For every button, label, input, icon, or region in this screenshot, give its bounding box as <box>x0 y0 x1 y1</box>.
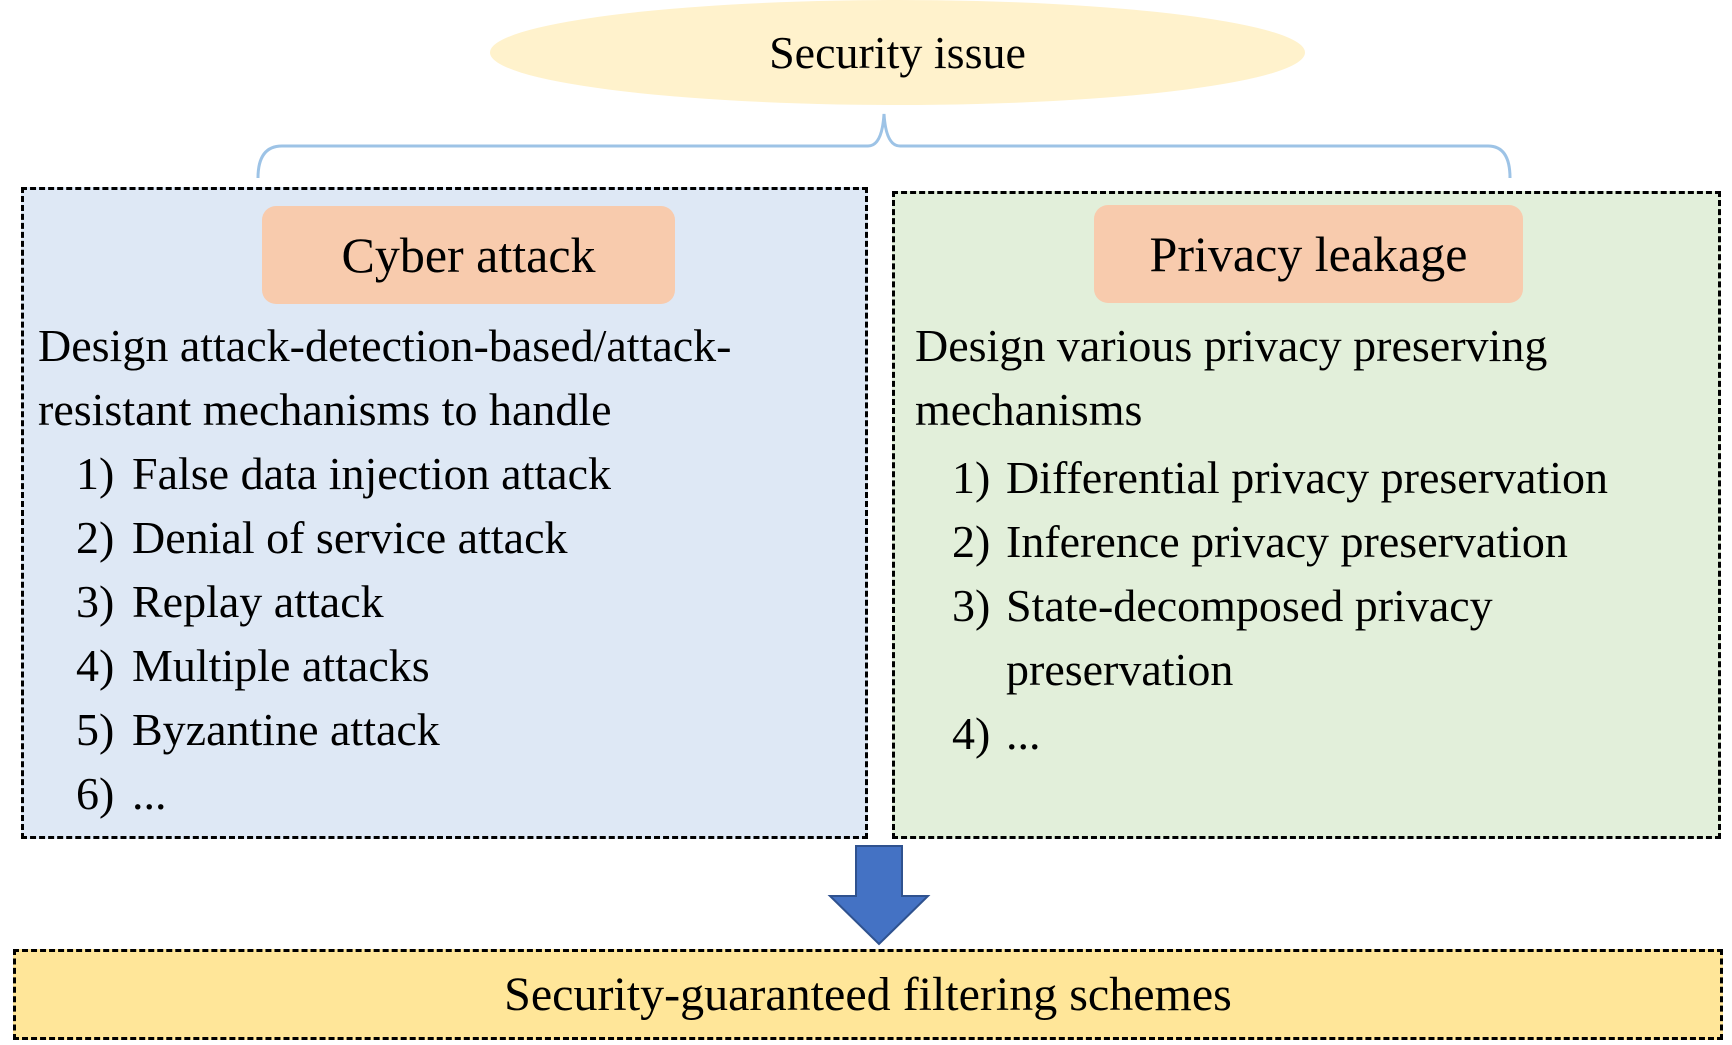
cyber-attack-header: Cyber attack <box>262 206 675 304</box>
privacy-leakage-panel: Privacy leakage Design various privacy p… <box>892 191 1721 839</box>
cyber-attack-list: 1) False data injection attack 2) Denial o… <box>76 442 611 826</box>
privacy-leakage-list: 1) Differential privacy preservation 2) In… <box>952 446 1712 766</box>
cyber-attack-intro: Design attack-detection-based/attack-res… <box>38 320 732 435</box>
list-item: 3) State-decomposed privacy preservation <box>952 574 1712 702</box>
list-item-text: Inference privacy preservation <box>1006 516 1568 567</box>
security-issue-label: Security issue <box>769 27 1026 78</box>
list-item: 1) Differential privacy preservation <box>952 446 1712 510</box>
security-issue-node: Security issue <box>490 0 1305 105</box>
list-item-text: Multiple attacks <box>132 640 430 691</box>
arrow-down-icon <box>827 845 931 946</box>
list-item-number: 2) <box>76 512 115 563</box>
list-item-text: Denial of service attack <box>132 512 568 563</box>
list-item-text: ... <box>132 768 167 819</box>
list-item-text: Replay attack <box>132 576 384 627</box>
list-item: 3) Replay attack <box>76 570 611 634</box>
list-item: 6)... <box>76 762 611 826</box>
list-item-text: Byzantine attack <box>132 704 440 755</box>
list-item: 4) Multiple attacks <box>76 634 611 698</box>
list-item: 4)... <box>952 702 1712 766</box>
cyber-attack-title: Cyber attack <box>341 227 596 283</box>
privacy-leakage-title: Privacy leakage <box>1149 226 1468 282</box>
list-item-number: 1) <box>952 452 991 503</box>
curly-brace-icon <box>256 113 1512 179</box>
list-item-number: 5) <box>76 704 115 755</box>
filtering-schemes-label: Security-guaranteed filtering schemes <box>504 968 1232 1021</box>
filtering-schemes-box: Security-guaranteed filtering schemes <box>13 949 1723 1040</box>
list-item-text: State-decomposed privacy preservation <box>1006 580 1493 695</box>
list-item-number: 1) <box>76 448 115 499</box>
list-item-text: False data injection attack <box>132 448 611 499</box>
list-item-text: Differential privacy preservation <box>1006 452 1608 503</box>
list-item: 5) Byzantine attack <box>76 698 611 762</box>
list-item: 2) Inference privacy preservation <box>952 510 1712 574</box>
cyber-attack-panel: Cyber attack Design attack-detection-bas… <box>21 187 868 839</box>
list-item: 2) Denial of service attack <box>76 506 611 570</box>
list-item-number: 4) <box>76 640 115 691</box>
list-item-number: 6) <box>76 768 115 819</box>
list-item-text: ... <box>1006 708 1041 759</box>
privacy-leakage-intro: Design various privacy preserving mechan… <box>915 320 1548 435</box>
list-item: 1) False data injection attack <box>76 442 611 506</box>
list-item-number: 3) <box>952 580 991 631</box>
privacy-leakage-header: Privacy leakage <box>1094 205 1523 303</box>
list-item-number: 2) <box>952 516 991 567</box>
list-item-number: 3) <box>76 576 115 627</box>
list-item-number: 4) <box>952 708 991 759</box>
